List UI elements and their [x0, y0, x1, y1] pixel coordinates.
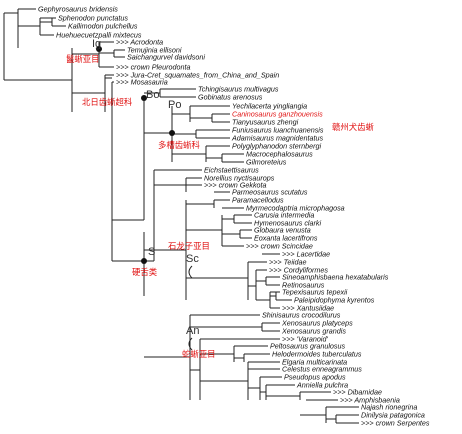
taxon-label: >>> Teiidae	[269, 258, 307, 267]
taxon-label: Xenosaurus platyceps	[281, 319, 353, 328]
iguania-node-dot	[96, 46, 102, 52]
taxon-label: >>> Acrodonta	[116, 38, 163, 47]
group-name-scleroglossa: 硬舌类	[132, 267, 158, 277]
taxon-label: Sineoamphisbaena hexatabularis	[282, 273, 389, 282]
taxon-label: Globaura venusta	[254, 226, 311, 235]
taxon-label: Elgaria multicarinata	[282, 358, 347, 367]
clade-letter-an: An	[186, 325, 199, 337]
borioteiioidea-node-dot	[141, 95, 147, 101]
taxon-label: Adamisaurus magnidentatus	[231, 134, 323, 143]
taxon-label: Gilmoreteius	[246, 158, 287, 167]
polyglyphanodontidae-node-dot	[169, 130, 175, 136]
taxon-label: Peltosaurus granulosus	[270, 342, 346, 351]
taxon-label: Temujinia ellisoni	[127, 46, 182, 55]
clade-letter-bo: Bo	[146, 89, 159, 101]
taxon-label: >>> Jura-Cret_squamates_from_China_and_S…	[116, 71, 279, 80]
taxon-label: Tepexisaurus tepexii	[282, 288, 348, 297]
taxon-label: Najash rionegrina	[361, 403, 417, 412]
group-name-anguimorpha: 蛇蜥亚目	[182, 349, 216, 359]
taxon-label: Gephyrosaurus bridensis	[38, 5, 118, 14]
group-name-borioteiioidea: 北日齿蜥超科	[82, 97, 133, 107]
taxon-label: Sphenodon punctatus	[58, 14, 128, 23]
taxon-label: Tchingisaurus multivagus	[198, 85, 279, 94]
taxon-label: Huehuecuetzpalli mixtecus	[56, 31, 142, 40]
taxon-label: Shinisaurus crocodilurus	[262, 311, 341, 320]
taxon-label: Carusia intermedia	[254, 211, 314, 220]
clade-letter-po: Po	[168, 99, 181, 111]
taxon-label: Caninosaurus ganzhouensis	[232, 110, 323, 119]
taxon-label: >>> Cordyliformes	[269, 266, 328, 275]
scleroglossa-node-dot	[141, 258, 147, 264]
highlight-annotation: 赣州犬齿蜥	[332, 122, 374, 132]
taxon-label: Paramacellodus	[232, 196, 284, 205]
group-name-polyglyphanodontidae: 多槽齿蜥科	[158, 140, 200, 150]
taxon-label: >>> Lacertidae	[282, 250, 330, 259]
taxon-label: Polyglyphanodon sternbergi	[232, 142, 322, 151]
taxon-label: Helodermoides tuberculatus	[272, 350, 362, 359]
taxon-label: Kallimodon pulchellus	[68, 22, 138, 31]
taxon-label: >>> Amphisbaenia	[340, 396, 400, 405]
clade-letter-ig: Ig	[92, 38, 101, 50]
taxon-label: >>> crown Scincidae	[246, 242, 313, 251]
taxon-label: Pseudopus apodus	[284, 373, 346, 382]
taxon-label: >>> crown Gekkota	[204, 181, 267, 190]
tree-branches	[3, 8, 359, 424]
group-name-iguania: 鬣蜥亚目	[66, 54, 100, 64]
taxon-label: Myrmecodaptria microphagosa	[246, 204, 345, 213]
taxon-label: Tianyusaurus zhengi	[232, 118, 299, 127]
taxon-label: Macrocephalosaurus	[246, 150, 313, 159]
taxon-label: Parmeosaurus scutatus	[232, 188, 308, 197]
clade-letter-sc: Sc	[186, 253, 199, 265]
taxon-label: Eoxanta lacertifrons	[254, 234, 318, 243]
taxon-label: >>> Mosasauria	[116, 78, 168, 87]
taxon-label: Hymenosaurus clarki	[254, 219, 322, 228]
taxon-label: Saichangurvel davidsoni	[127, 53, 205, 62]
tree-nodes	[96, 46, 175, 264]
taxon-label: Norellius nyctisaurops	[204, 174, 275, 183]
taxon-label: Dinilysia patagonica	[361, 411, 425, 420]
taxon-label: >>> 'Varanoid'	[282, 335, 328, 344]
anguimorpha-bracket	[188, 337, 193, 351]
clade-letter-s: S	[148, 246, 155, 258]
taxon-label: Gobinatus arenosus	[198, 93, 263, 102]
taxon-label: Paleipidophyma kyrentos	[294, 296, 375, 305]
taxon-label: >>> crown Pleurodonta	[116, 63, 191, 72]
taxon-label: Xenosaurus grandis	[281, 327, 346, 336]
scincomorpha-bracket	[188, 265, 193, 279]
group-name-scincomorpha: 石龙子亚目	[168, 241, 210, 251]
taxon-label: Anniella pulchra	[296, 381, 348, 390]
taxon-label: >>> crown Serpentes	[361, 419, 430, 428]
taxon-label: Eichstaettisaurus	[204, 166, 259, 175]
taxon-label: Yechilacerta yingliangia	[232, 102, 307, 111]
taxon-label: Retinosaurus	[282, 281, 325, 290]
taxon-label: Celestus enneagrammus	[282, 365, 362, 374]
taxon-label: >>> Dibamidae	[333, 388, 382, 397]
taxon-label: Funiusaurus luanchuanensis	[232, 126, 324, 135]
taxon-label: >>> Xantusiidae	[282, 304, 334, 313]
